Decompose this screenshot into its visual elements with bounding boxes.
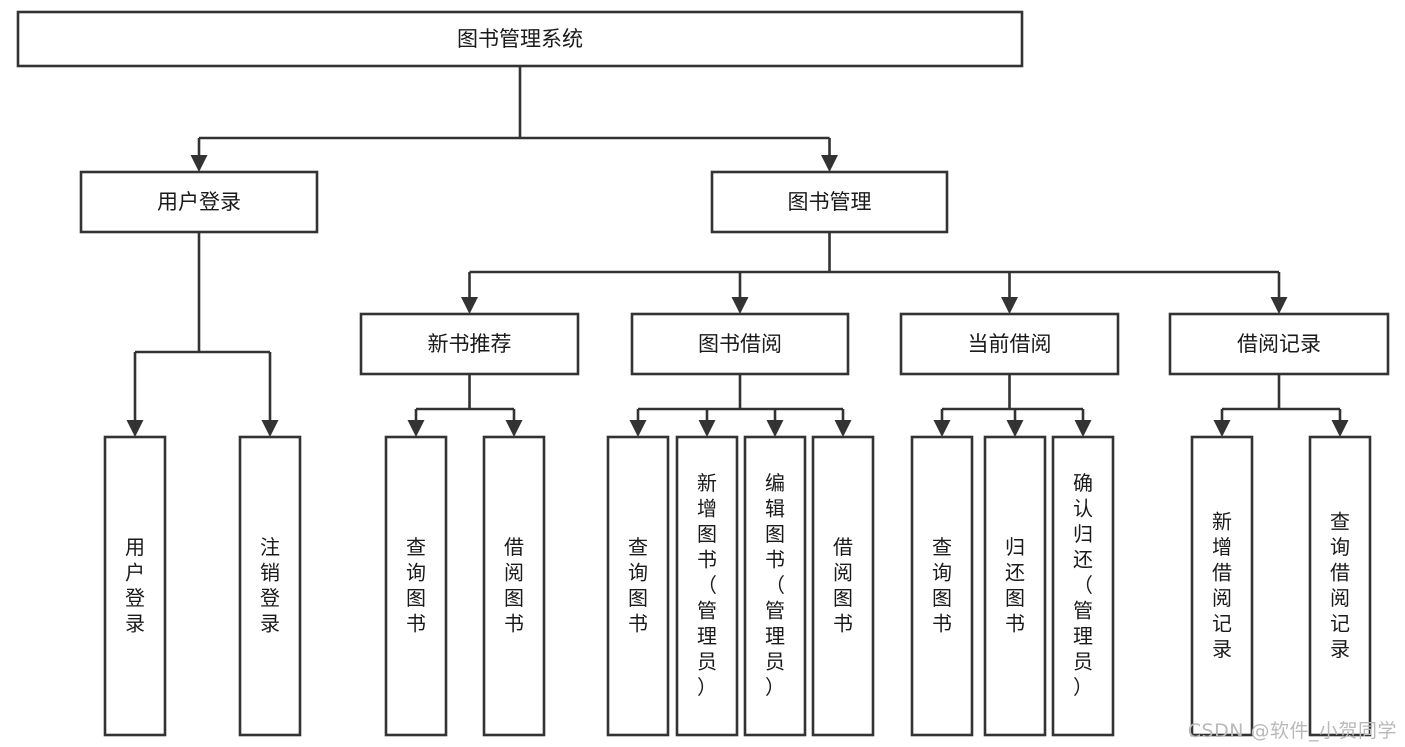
node-box-leaf-logout-login [238,435,302,737]
node-label-new-book-recommend: 新书推荐 [428,332,512,356]
node-leaf-add-book[interactable]: 新增图书（管理员） [675,435,739,737]
node-box-leaf-borrow-book-1 [482,435,546,737]
node-label-leaf-query-book-3: 查询图书 [932,535,952,636]
node-new-book-recommend[interactable]: 新书推荐 [359,312,580,376]
arrow-head-icon-leaf-user-login [126,420,144,437]
arrow-head-icon-leaf-query-record [1331,420,1349,437]
arrow-head-icon-leaf-confirm-return [1074,420,1092,437]
node-box-leaf-confirm-return [1051,435,1115,737]
node-leaf-edit-book[interactable]: 编辑图书（管理员） [743,435,807,737]
node-box-leaf-borrow-book-2 [811,435,875,737]
node-label-leaf-query-book-1: 查询图书 [406,535,426,636]
node-leaf-borrow-book-2[interactable]: 借阅图书 [811,435,875,737]
node-book-borrow[interactable]: 图书借阅 [630,312,850,376]
node-box-leaf-edit-book [743,435,807,737]
node-label-root: 图书管理系统 [457,27,583,51]
node-label-leaf-query-record: 查询借阅记录 [1330,509,1350,661]
node-box-leaf-add-book [675,435,739,737]
node-label-leaf-borrow-book-2: 借阅图书 [833,535,853,636]
arrow-head-icon-leaf-add-record [1213,420,1231,437]
node-box-leaf-query-book-3 [910,435,974,737]
connector-edges [126,66,1349,437]
node-book-management[interactable]: 图书管理 [710,170,949,234]
node-label-leaf-return-book: 归还图书 [1005,535,1025,636]
node-box-user-login [79,170,319,234]
node-leaf-borrow-book-1[interactable]: 借阅图书 [482,435,546,737]
arrow-head-icon-current-borrow [1001,297,1018,314]
arrow-head-icon-leaf-add-book [698,420,716,437]
node-label-leaf-add-book: 新增图书（管理员） [697,471,717,699]
node-label-borrow-record: 借阅记录 [1237,332,1321,356]
node-box-book-management [710,170,949,234]
arrow-head-icon-borrow-record [1270,297,1288,314]
arrow-head-icon-leaf-borrow-book-2 [834,420,852,437]
arrow-head-icon-leaf-query-book-1 [407,420,425,437]
node-label-leaf-borrow-book-1: 借阅图书 [504,535,524,636]
node-label-user-login: 用户登录 [157,190,241,214]
node-leaf-add-record[interactable]: 新增借阅记录 [1190,435,1254,737]
node-box-leaf-add-record [1190,435,1254,737]
node-box-leaf-user-login [103,435,167,737]
node-leaf-query-book-3[interactable]: 查询图书 [910,435,974,737]
node-leaf-query-book-1[interactable]: 查询图书 [384,435,448,737]
node-user-login[interactable]: 用户登录 [79,170,319,234]
arrow-head-icon-leaf-return-book [1006,420,1024,437]
node-root[interactable]: 图书管理系统 [16,10,1024,68]
watermark-text: CSDN @软件_小贺同学 [1187,720,1397,742]
arrow-head-icon-leaf-logout-login [261,420,279,437]
arrow-head-icon-leaf-edit-book [766,420,784,437]
node-leaf-query-record[interactable]: 查询借阅记录 [1308,435,1372,737]
node-box-new-book-recommend [359,312,580,376]
node-box-leaf-query-book-2 [606,435,670,737]
node-box-root [16,10,1024,68]
node-current-borrow[interactable]: 当前借阅 [899,312,1120,376]
arrow-head-icon-leaf-query-book-2 [629,420,647,437]
arrow-head-icon-book-management [821,155,838,172]
node-box-leaf-return-book [983,435,1047,737]
node-label-leaf-confirm-return: 确认归还（管理员） [1073,471,1093,699]
node-box-book-borrow [630,312,850,376]
node-leaf-logout-login[interactable]: 注销登录 [238,435,302,737]
node-leaf-confirm-return[interactable]: 确认归还（管理员） [1051,435,1115,737]
node-label-leaf-query-book-2: 查询图书 [628,535,648,636]
node-leaf-return-book[interactable]: 归还图书 [983,435,1047,737]
node-leaf-user-login[interactable]: 用户登录 [103,435,167,737]
node-box-leaf-query-book-1 [384,435,448,737]
node-label-book-borrow: 图书借阅 [698,332,782,356]
arrow-head-icon-user-login [190,155,208,172]
arrow-head-icon-leaf-query-book-3 [933,420,951,437]
node-box-current-borrow [899,312,1120,376]
node-label-leaf-user-login: 用户登录 [125,535,145,636]
node-label-leaf-logout-login: 注销登录 [260,535,280,636]
node-label-book-management: 图书管理 [788,190,872,214]
node-label-leaf-add-record: 新增借阅记录 [1212,509,1232,661]
node-borrow-record[interactable]: 借阅记录 [1168,312,1390,376]
node-box-leaf-query-record [1308,435,1372,737]
arrow-head-icon-new-book-recommend [461,297,478,314]
node-box-borrow-record [1168,312,1390,376]
arrow-head-icon-leaf-borrow-book-1 [505,420,523,437]
node-label-current-borrow: 当前借阅 [968,332,1052,356]
node-label-leaf-edit-book: 编辑图书（管理员） [765,471,785,699]
node-leaf-query-book-2[interactable]: 查询图书 [606,435,670,737]
arrow-head-icon-book-borrow [731,297,749,314]
diagram-nodes: 图书管理系统用户登录图书管理新书推荐图书借阅当前借阅借阅记录用户登录注销登录查询… [16,10,1390,737]
